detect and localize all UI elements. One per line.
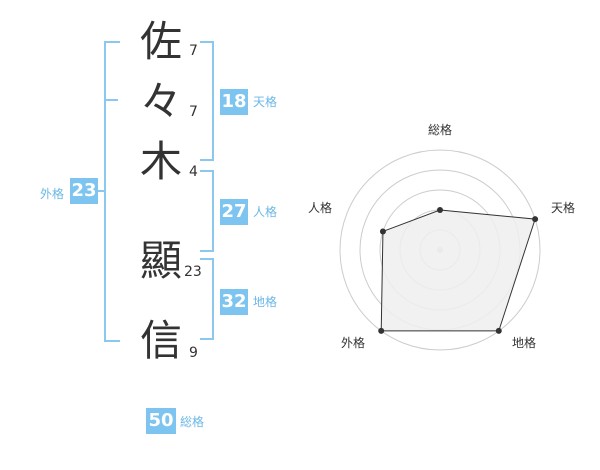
name-char-3: 木	[139, 137, 182, 186]
radar-axis-label-4: 外格	[341, 335, 365, 350]
radar-series-area	[380, 209, 536, 332]
radar-axis-label-5: 人格	[308, 200, 332, 215]
stroke-count-3: 4	[189, 164, 198, 180]
radar-axis-label-3: 地格	[512, 335, 536, 350]
stroke-count-4: 23	[184, 264, 202, 280]
radar-point-5	[379, 228, 386, 235]
gaikaku-bracket	[104, 41, 120, 342]
radar-point-3	[495, 327, 502, 334]
soukaku-value-badge: 50	[146, 408, 176, 434]
chikaku-bracket	[200, 258, 214, 340]
radar-axis-label-2: 天格	[551, 200, 575, 215]
tenkaku-value-badge: 18	[220, 89, 248, 115]
name-char-2: 々	[139, 77, 182, 126]
tenkaku-label: 天格	[253, 95, 278, 109]
radar-point-2	[532, 216, 539, 223]
radar-axis-label-1: 総格	[428, 122, 452, 137]
chikaku-label: 地格	[253, 295, 278, 309]
tenkaku-bracket	[200, 41, 214, 161]
radar-point-4	[378, 327, 385, 334]
radar-point-1	[437, 207, 443, 213]
stroke-count-5: 9	[189, 345, 198, 361]
jinkaku-bracket	[200, 170, 214, 252]
stroke-count-1: 7	[189, 43, 198, 59]
stroke-count-2: 7	[189, 104, 198, 120]
gaikaku-connector	[97, 190, 105, 192]
name-char-5: 信	[139, 316, 182, 365]
soukaku-label: 総格	[180, 415, 205, 429]
gaikaku-bracket-mid	[104, 99, 118, 101]
name-char-1: 佐	[139, 17, 182, 66]
gaikaku-label: 外格	[40, 187, 65, 201]
jinkaku-label: 人格	[253, 205, 278, 219]
jinkaku-value-badge: 27	[220, 199, 248, 225]
name-char-4: 顯	[139, 236, 182, 285]
chikaku-value-badge: 32	[220, 289, 248, 315]
gaikaku-value-badge: 23	[70, 178, 98, 204]
